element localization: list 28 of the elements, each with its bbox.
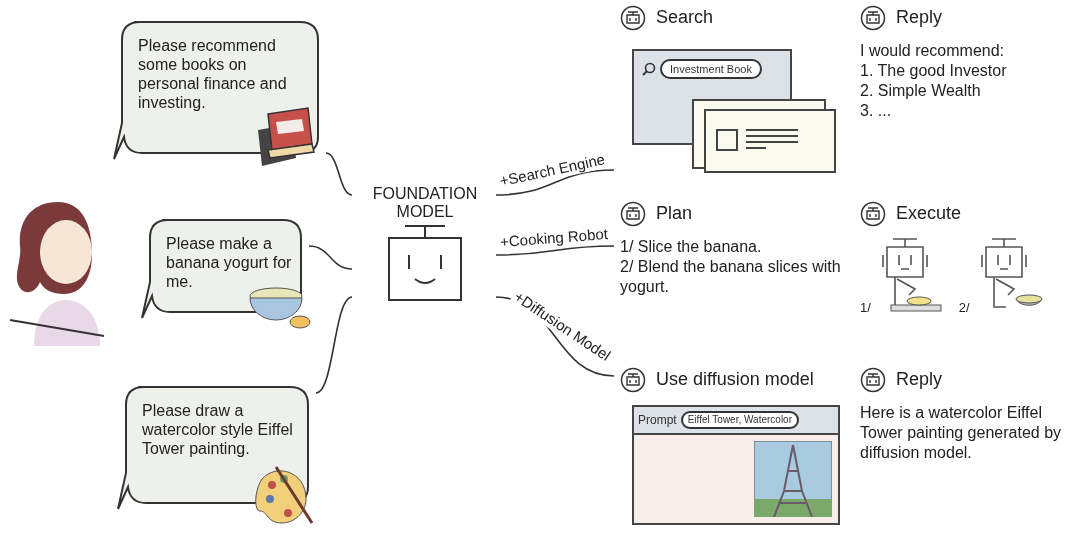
step-heading: Reply bbox=[896, 6, 943, 29]
prompt-label: Prompt bbox=[638, 412, 677, 429]
connector-curve bbox=[315, 296, 353, 394]
model-heading: FOUNDATION MODEL bbox=[371, 185, 479, 221]
reply-text: I would recommend: bbox=[860, 41, 1006, 61]
request-text: Please draw a watercolor style Eiffel Tower painting. bbox=[142, 401, 294, 458]
step-heading: Use diffusion model bbox=[656, 368, 814, 391]
reply-text: Here is a watercolor Eiffel Tower painting generated by diffusion model. bbox=[860, 403, 1063, 463]
connector-curve bbox=[495, 245, 615, 256]
speech-bubble bbox=[112, 18, 322, 163]
step-number: 2/ bbox=[958, 298, 970, 317]
reply-text: 3. ... bbox=[860, 101, 893, 121]
connector-curve bbox=[308, 245, 353, 270]
search-field: Investment Book bbox=[660, 59, 762, 79]
reply-text: 1/ Slice the banana. bbox=[620, 237, 763, 257]
request-text: Please recommend some books on personal finance and investing. bbox=[138, 36, 288, 112]
request-text: Please make a banana yogurt for me. bbox=[166, 234, 293, 291]
connector-curve bbox=[495, 169, 615, 196]
reply-text: 1. The good Investor bbox=[860, 61, 1008, 81]
connector-curve bbox=[325, 152, 353, 196]
step-heading: Reply bbox=[896, 368, 943, 391]
reply-text: 2/ Blend the banana slices with yogurt. bbox=[620, 257, 842, 297]
step-heading: Search bbox=[656, 6, 714, 29]
prompt-field: Eiffel Tower, Watercolor bbox=[680, 411, 799, 429]
step-heading: Plan bbox=[656, 202, 693, 225]
reply-text: 2. Simple Wealth bbox=[860, 81, 982, 101]
step-number: 1/ bbox=[860, 298, 871, 317]
step-heading: Execute bbox=[896, 202, 962, 225]
